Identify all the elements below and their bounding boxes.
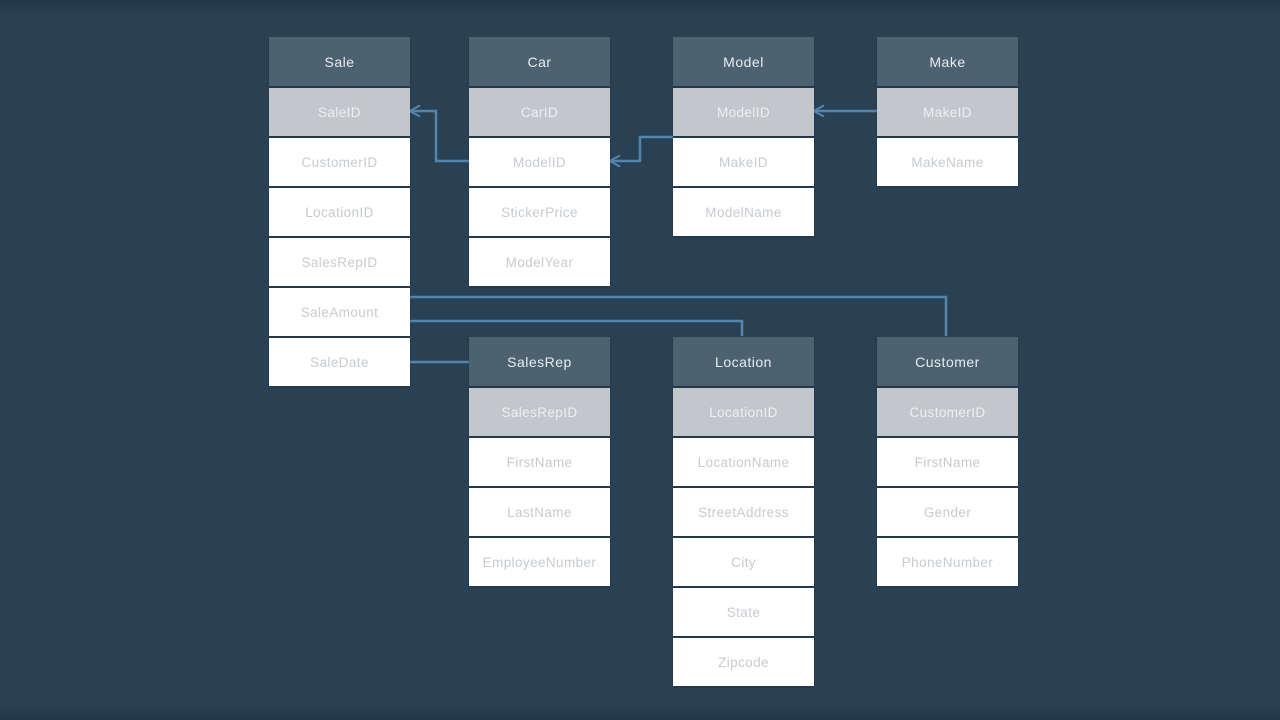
field-row: CustomerID [269, 138, 410, 186]
field-row: ModelYear [469, 238, 610, 286]
field-row: State [673, 588, 814, 636]
field-row: ModelID [469, 138, 610, 186]
table-title: Make [877, 37, 1018, 86]
field-row: SaleDate [269, 338, 410, 386]
connector-arrowhead-icon [812, 104, 825, 118]
primary-key-row: SaleID [269, 88, 410, 136]
field-row: PhoneNumber [877, 538, 1018, 586]
field-row: SalesRepID [269, 238, 410, 286]
field-row: StickerPrice [469, 188, 610, 236]
primary-key-row: ModelID [673, 88, 814, 136]
primary-key-row: CarID [469, 88, 610, 136]
primary-key-row: CustomerID [877, 388, 1018, 436]
connector-arrowhead-icon [408, 104, 421, 118]
table-title: Sale [269, 37, 410, 86]
field-row: LocationID [269, 188, 410, 236]
primary-key-row: LocationID [673, 388, 814, 436]
field-row: Gender [877, 488, 1018, 536]
field-row: FirstName [469, 438, 610, 486]
connector-arrowhead-icon [608, 154, 621, 168]
primary-key-row: SalesRepID [469, 388, 610, 436]
field-row: StreetAddress [673, 488, 814, 536]
field-row: LastName [469, 488, 610, 536]
table-title: Model [673, 37, 814, 86]
field-row: ModelName [673, 188, 814, 236]
relationship-connector [610, 135, 673, 163]
field-row: City [673, 538, 814, 586]
table-title: Location [673, 337, 814, 386]
field-row: FirstName [877, 438, 1018, 486]
field-row: Zipcode [673, 638, 814, 686]
field-row: EmployeeNumber [469, 538, 610, 586]
table-title: Car [469, 37, 610, 86]
relationship-connector [410, 319, 744, 336]
field-row: SaleAmount [269, 288, 410, 336]
field-row: MakeID [673, 138, 814, 186]
relationship-connector [410, 109, 469, 163]
field-row: LocationName [673, 438, 814, 486]
relationship-connector [410, 295, 948, 336]
table-title: SalesRep [469, 337, 610, 386]
table-title: Customer [877, 337, 1018, 386]
field-row: MakeName [877, 138, 1018, 186]
primary-key-row: MakeID [877, 88, 1018, 136]
